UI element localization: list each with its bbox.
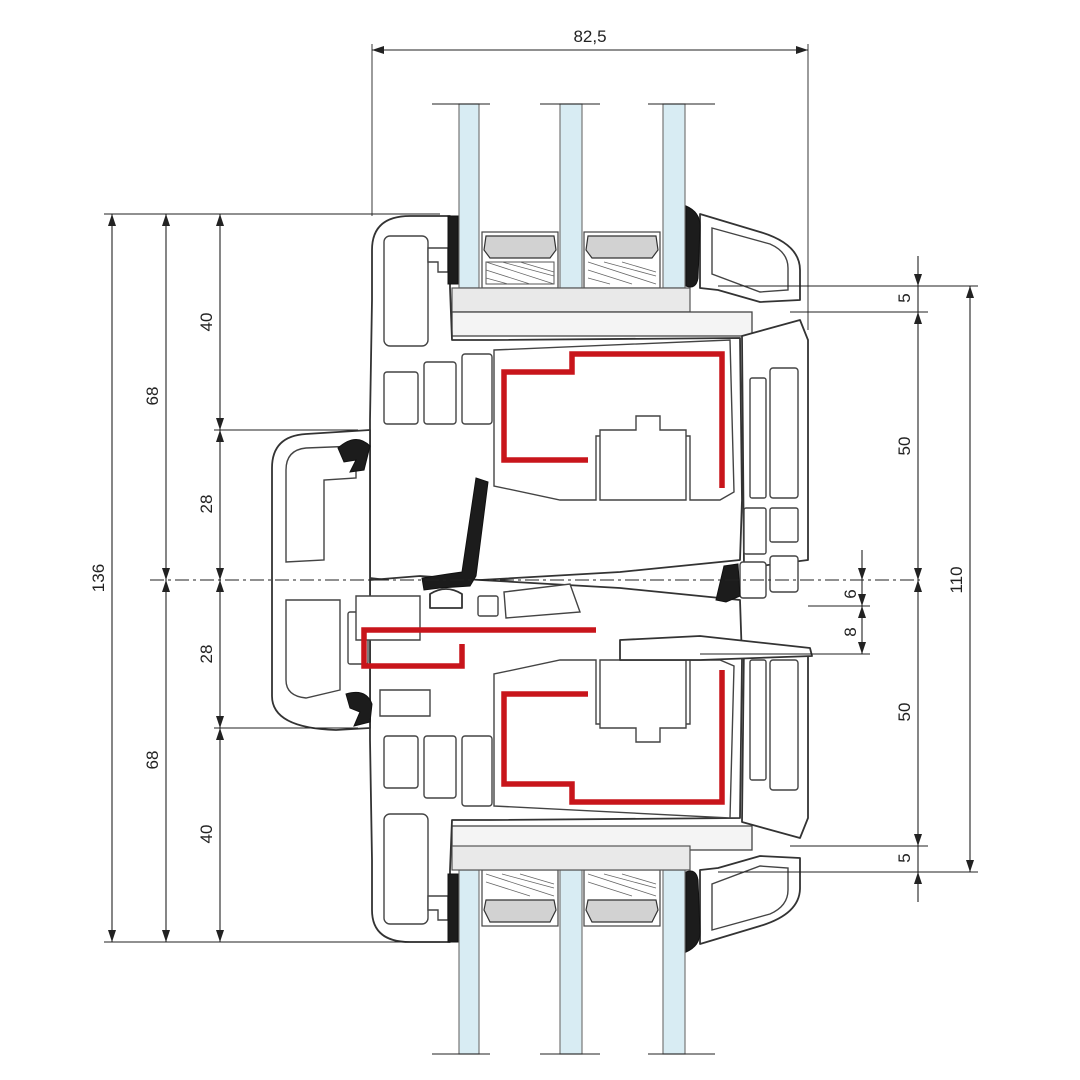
rebate-gasket-lower (345, 691, 373, 727)
dim-label-width: 82,5 (573, 27, 606, 46)
glazing-gasket-outer-bottom (447, 873, 459, 943)
dim-label-right-8: 8 (841, 627, 860, 636)
glass-pane-middle-top (559, 103, 583, 289)
gaskets (337, 205, 741, 953)
glazing-bead-base-top (451, 311, 753, 337)
steel-reinforcement-frame (501, 670, 725, 805)
glazing-gasket-inner-top (685, 205, 701, 288)
steel-reinforcement-sash (501, 351, 725, 488)
glass-pane-inner-bottom (662, 869, 686, 1055)
dimension-labels: 82,5 136 68 68 40 28 28 40 5 50 6 8 50 5… (89, 27, 966, 863)
dim-label-right-50-lower: 50 (895, 703, 914, 722)
glazing-gasket-inner-bottom (685, 870, 701, 953)
dim-label-left-68-upper: 68 (143, 387, 162, 406)
dim-label-left-68-lower: 68 (143, 751, 162, 770)
dim-label-right-5-upper: 5 (895, 293, 914, 302)
rebate-gasket-upper (337, 439, 371, 473)
glass-pane-middle-bottom (559, 869, 583, 1055)
dim-label-left-28-upper: 28 (197, 495, 216, 514)
insulating-glass-spacers (481, 231, 661, 927)
steel-reinforcement-mid (361, 627, 596, 669)
dimension-lines (104, 44, 978, 943)
triple-glazing (432, 103, 715, 1055)
steel-reinforcements (361, 351, 725, 805)
dim-label-right-5-lower: 5 (895, 853, 914, 862)
dim-label-left-total: 136 (89, 564, 108, 592)
frame-gasket-right (715, 563, 741, 603)
dim-label-left-40-upper: 40 (197, 313, 216, 332)
glass-pane-outer-bottom (458, 869, 480, 1055)
glass-pane-inner-top (662, 103, 686, 289)
setting-blocks (451, 287, 753, 871)
center-seal (421, 477, 489, 591)
dim-label-left-40-lower: 40 (197, 825, 216, 844)
dim-label-right-6: 6 (841, 589, 860, 598)
setting-block-top (451, 287, 691, 313)
setting-block-bottom (451, 845, 691, 871)
dim-label-left-28-lower: 28 (197, 645, 216, 664)
dim-label-right-50-upper: 50 (895, 437, 914, 456)
dim-label-right-total: 110 (947, 566, 966, 593)
glass-pane-outer-top (458, 103, 480, 289)
glazing-gasket-outer-top (447, 215, 459, 285)
